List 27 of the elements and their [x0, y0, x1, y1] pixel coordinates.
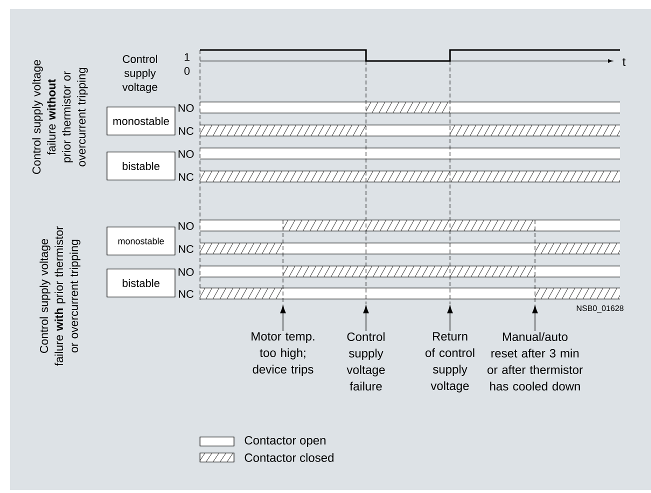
legend-text: Contactor closed [244, 453, 334, 462]
mode-box: monostable [106, 106, 176, 136]
event-text: Control supply voltage failure [346, 332, 385, 390]
arrow [363, 305, 369, 332]
figure-id: NSB0_01628 [576, 305, 624, 313]
contact-label: NO [178, 150, 194, 158]
level-label: 0 [184, 67, 190, 75]
arrow [447, 305, 453, 332]
time-marker-line [282, 220, 284, 304]
event-text: Return of control supply voltage [426, 332, 474, 392]
time-marker-line [534, 220, 536, 304]
event-text: Motor temp. too high; device trips [252, 332, 314, 376]
mode-box: monostable [106, 226, 176, 256]
contact-label: NO [178, 222, 194, 230]
contact-label: NO [178, 268, 194, 276]
legend-text: Contactor open [244, 436, 326, 447]
axis-label: t [622, 58, 626, 66]
row-label: Control supply voltage [122, 54, 158, 94]
mode-box: bistable [106, 268, 176, 298]
arrow [280, 305, 286, 332]
mode-box: bistable [106, 152, 176, 180]
contact-label: NC [178, 245, 194, 253]
level-label: 1 [184, 53, 190, 61]
contact-label: NO [178, 104, 194, 112]
arrow [532, 305, 538, 332]
contact-label: NC [178, 127, 194, 135]
event-text: Manual/auto reset after 3 min or after thermistor has cooled down [488, 332, 583, 390]
